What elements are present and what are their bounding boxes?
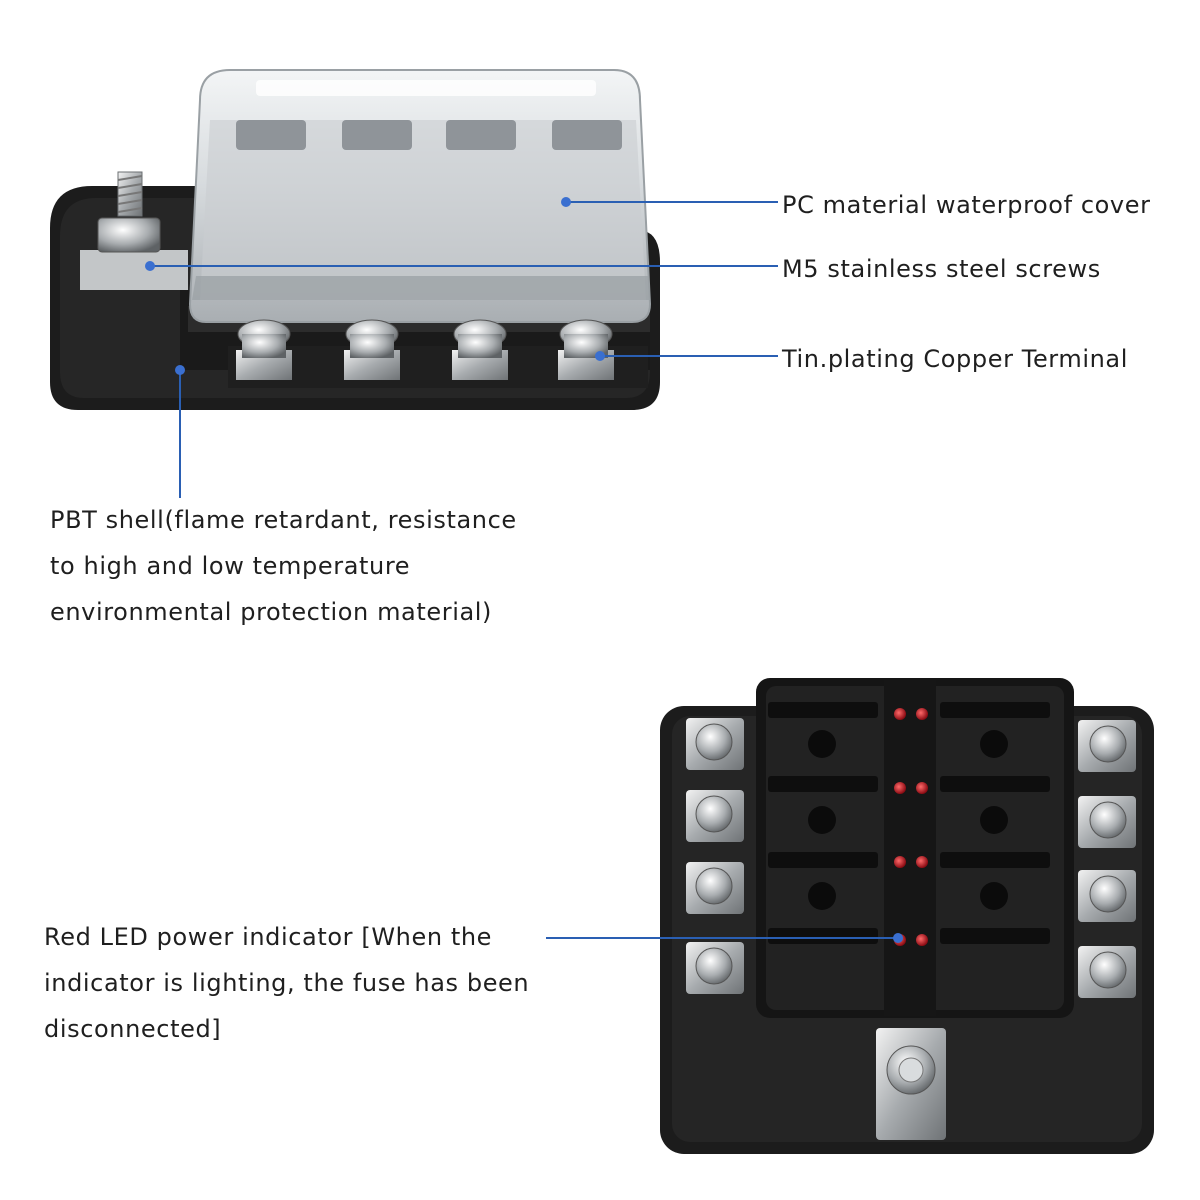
terminal-screw [558, 319, 614, 380]
terminal-screw [452, 319, 508, 380]
callout-shell-line: PBT shell(flame retardant, resistance [50, 506, 517, 534]
leader-dot [145, 261, 155, 271]
ground-stud [876, 1028, 946, 1140]
leader-lines [150, 201, 898, 939]
top-fuse-box [50, 69, 660, 410]
callout-led-line: disconnected] [44, 1015, 222, 1043]
callout-terminal: Tin.plating Copper Terminal [782, 345, 1128, 373]
leader-dot [561, 197, 571, 207]
leader-dot [595, 351, 605, 361]
led-indicators [894, 708, 928, 946]
left-terminals [686, 718, 744, 994]
side-stud-bolt [97, 171, 161, 253]
callout-shell-line: environmental protection material) [50, 598, 493, 626]
callout-led-line: indicator is lighting, the fuse has been [44, 969, 530, 997]
leader-dot [893, 933, 903, 943]
terminal-screw [236, 319, 292, 380]
callout-screws: M5 stainless steel screws [782, 255, 1101, 283]
right-terminals [1078, 720, 1136, 998]
bottom-fuse-box [660, 678, 1154, 1154]
callout-shell: PBT shell(flame retardant, resistance to… [50, 497, 517, 635]
callout-led: Red LED power indicator [When the indica… [44, 914, 529, 1052]
leader-dot [175, 365, 185, 375]
callout-led-line: Red LED power indicator [When the [44, 923, 493, 951]
callout-shell-line: to high and low temperature [50, 552, 411, 580]
callout-cover: PC material waterproof cover [782, 191, 1151, 219]
terminal-screw [344, 319, 400, 380]
leader-dots [145, 197, 903, 943]
